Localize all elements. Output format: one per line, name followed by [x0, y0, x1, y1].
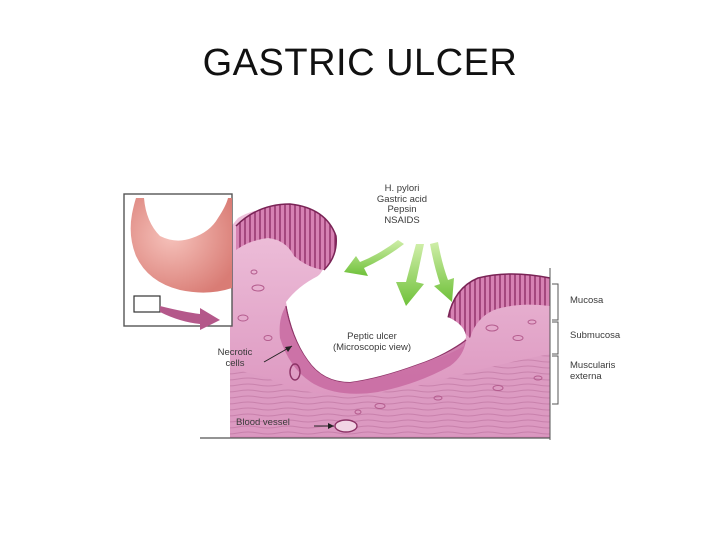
cause-pepsin: Pepsin	[362, 205, 442, 216]
gastric-ulcer-diagram: H. pylori Gastric acid Pepsin NSAIDS Pep…	[118, 178, 578, 444]
cause-nsaids: NSAIDS	[362, 216, 442, 227]
layer-brackets	[550, 268, 558, 440]
blood-vessel	[335, 420, 357, 432]
causes-label: H. pylori Gastric acid Pepsin NSAIDS	[362, 184, 442, 226]
cause-h-pylori: H. pylori	[362, 184, 442, 195]
submucosa-label: Submucosa	[570, 331, 620, 342]
muscularis-label: Muscularis externa	[570, 361, 615, 382]
slide-title: GASTRIC ULCER	[0, 42, 720, 85]
ulcer-label-main: Peptic ulcer	[322, 332, 422, 343]
ulcer-label-sub: (Microscopic view)	[322, 343, 422, 354]
muscularis-label-line1: Muscularis	[570, 361, 615, 372]
necrotic-label-line2: cells	[210, 359, 260, 370]
blood-vessel-label: Blood vessel	[236, 418, 290, 429]
peptic-ulcer-label: Peptic ulcer (Microscopic view)	[322, 332, 422, 353]
mucosa-label: Mucosa	[570, 296, 603, 307]
muscularis-label-line2: externa	[570, 372, 615, 383]
ulcer-illustration	[118, 178, 578, 444]
necrotic-label-line1: Necrotic	[210, 348, 260, 359]
necrotic-cells-label: Necrotic cells	[210, 348, 260, 369]
